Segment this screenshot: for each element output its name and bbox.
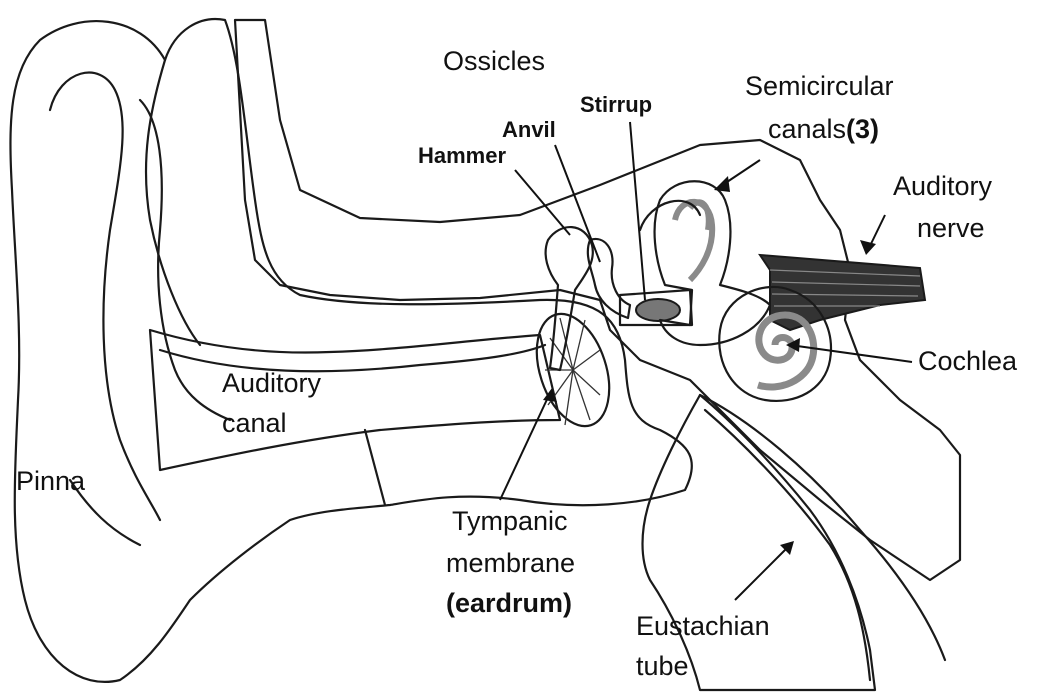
semicircular-canals	[675, 202, 712, 280]
leader-hammer	[515, 170, 570, 235]
label-semicircular-canals: canals	[768, 114, 846, 144]
label-auditory-nerve-line1: Auditory	[893, 171, 993, 201]
semicircular-loop	[640, 201, 700, 230]
label-auditory-canal-line1: Auditory	[222, 368, 322, 398]
label-hammer: Hammer	[418, 143, 506, 168]
auditory-nerve	[760, 255, 925, 330]
canal-joint-line	[365, 430, 385, 505]
leader-tympanic	[500, 393, 550, 500]
label-anvil: Anvil	[502, 117, 556, 142]
label-tympanic-line1: Tympanic	[452, 506, 568, 536]
hammer-bone	[546, 227, 593, 370]
label-stirrup: Stirrup	[580, 92, 652, 117]
label-semicircular-line1: Semicircular	[745, 71, 894, 101]
concha-line	[146, 60, 200, 345]
label-ossicles: Ossicles	[443, 46, 545, 76]
label-eustachian-line2: tube	[636, 651, 689, 681]
label-pinna: Pinna	[16, 466, 86, 496]
auditory-canal	[150, 330, 560, 470]
leader-stirrup	[630, 122, 645, 300]
helix-inner-line	[50, 73, 160, 520]
label-cochlea: Cochlea	[918, 346, 1018, 376]
stirrup-footplate	[636, 299, 680, 321]
label-tympanic-line3: (eardrum)	[446, 588, 572, 618]
label-semicircular-line2: canals(3)	[768, 114, 879, 144]
label-semicircular-count: (3)	[846, 114, 879, 144]
label-eustachian-line1: Eustachian	[636, 611, 770, 641]
label-auditory-canal-line2: canal	[222, 408, 287, 438]
canal-upper-line	[160, 345, 545, 371]
leader-anvil	[555, 145, 600, 262]
inner-ear-vestibule	[655, 181, 770, 345]
arrow-auditory-nerve	[860, 240, 876, 255]
leader-eustachian	[735, 545, 790, 600]
label-auditory-nerve-line2: nerve	[917, 213, 985, 243]
anvil-bone	[588, 239, 630, 318]
label-tympanic-line2: membrane	[446, 548, 575, 578]
arrow-semicircular	[714, 176, 730, 192]
leader-cochlea	[790, 345, 912, 362]
